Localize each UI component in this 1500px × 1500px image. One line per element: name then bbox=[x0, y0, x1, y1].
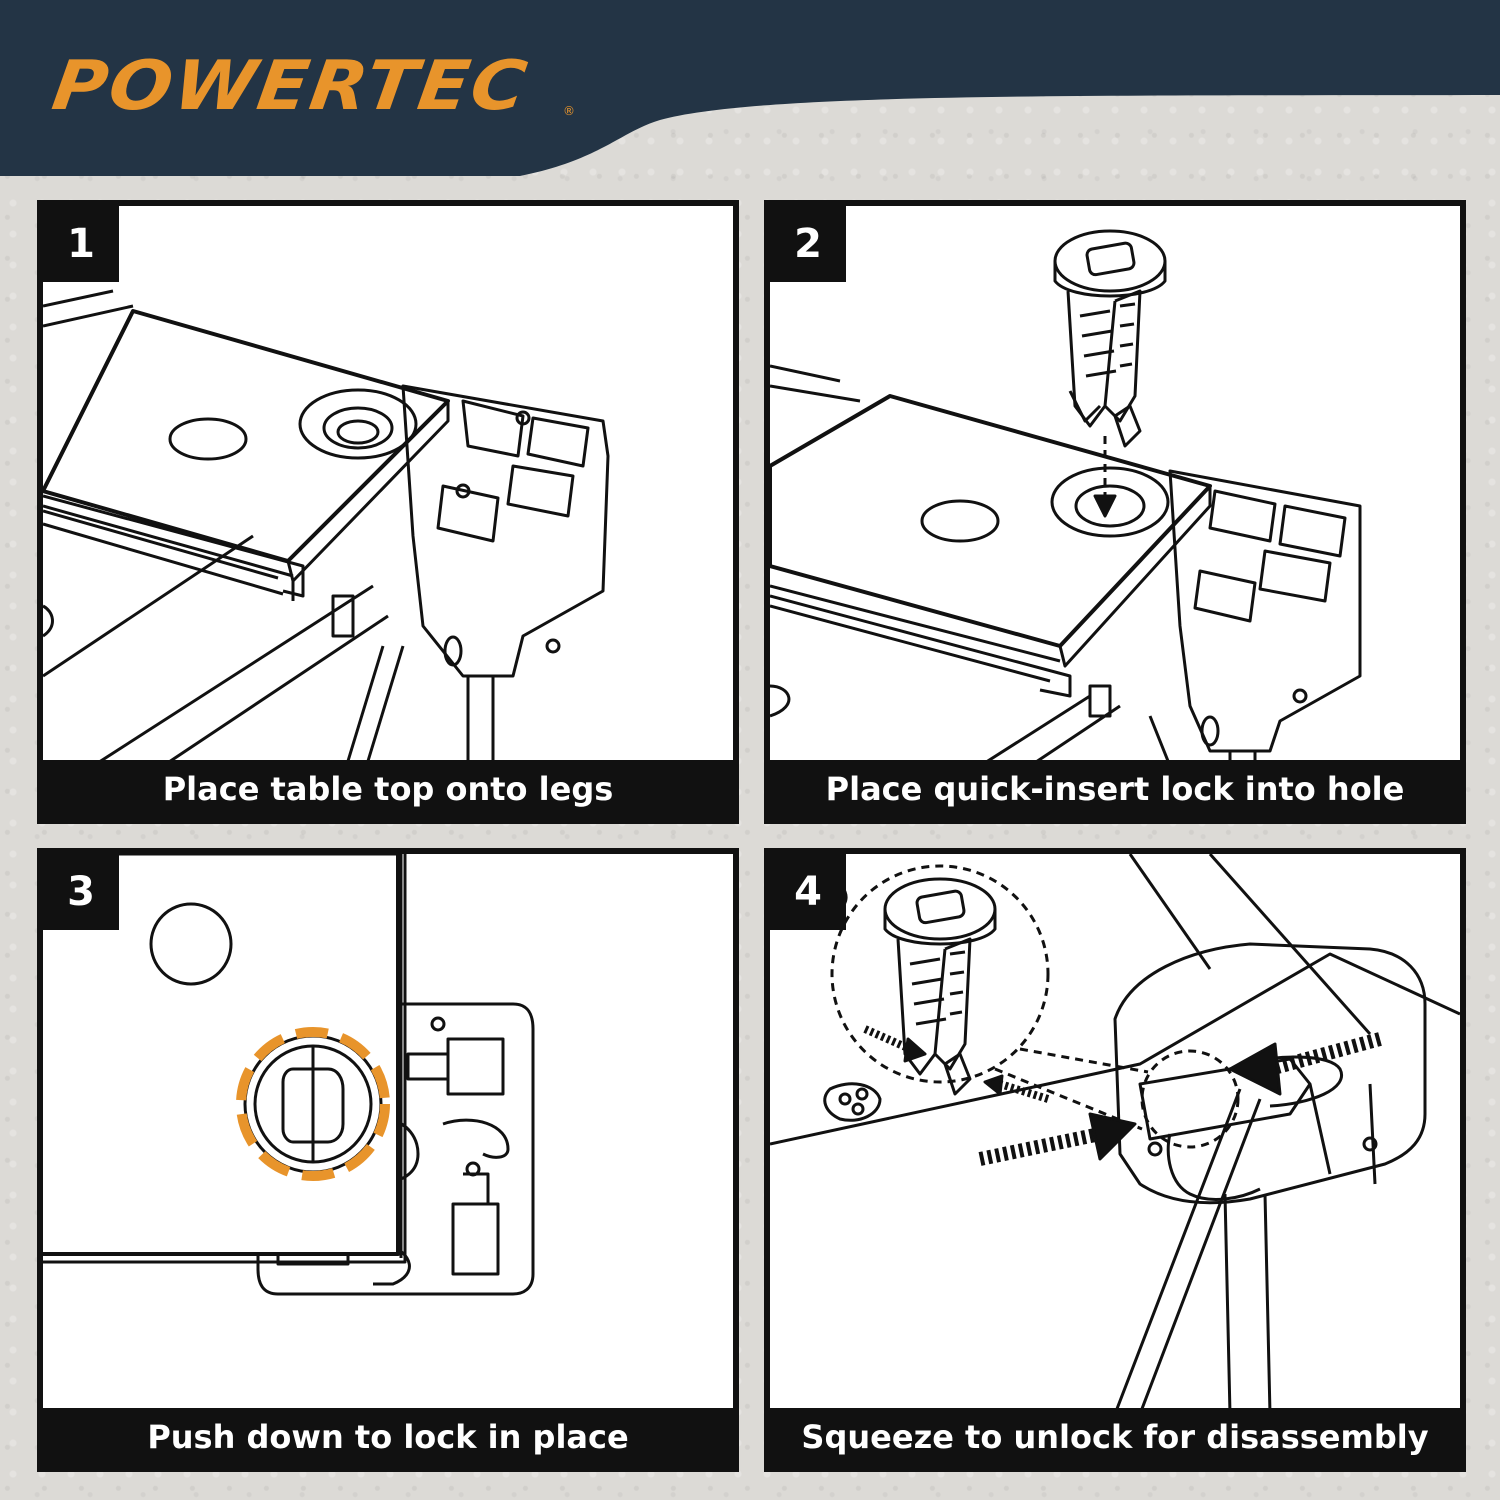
step-number-2: 2 bbox=[770, 206, 846, 282]
step-panel-3: 3 Push down to lock in place bbox=[37, 848, 739, 1472]
step-panel-4: 4 Squeeze to unlock for disassembly bbox=[764, 848, 1466, 1472]
step-caption-1: Place table top onto legs bbox=[43, 760, 733, 818]
lock-insert-illustration bbox=[770, 229, 1362, 766]
lock-pushed-illustration bbox=[43, 854, 535, 1296]
brand-header: POWERTEC ® bbox=[0, 0, 1500, 185]
header-banner-shape bbox=[0, 0, 1500, 176]
step-panel-2: 2 Place quick-insert lock into hole bbox=[764, 200, 1466, 824]
step-panel-1: 1 Place table top onto legs bbox=[37, 200, 739, 824]
registered-mark: ® bbox=[563, 104, 575, 118]
step-caption-4: Squeeze to unlock for disassembly bbox=[770, 1408, 1460, 1466]
squeeze-unlock-illustration bbox=[770, 854, 1460, 1414]
table-top-on-legs-illustration bbox=[43, 289, 610, 766]
step-caption-2: Place quick-insert lock into hole bbox=[770, 760, 1460, 818]
step-caption-3: Push down to lock in place bbox=[43, 1408, 733, 1466]
step-number-4: 4 bbox=[770, 854, 846, 930]
brand-logo: POWERTEC bbox=[47, 46, 534, 126]
step-number-1: 1 bbox=[43, 206, 119, 282]
step-number-3: 3 bbox=[43, 854, 119, 930]
